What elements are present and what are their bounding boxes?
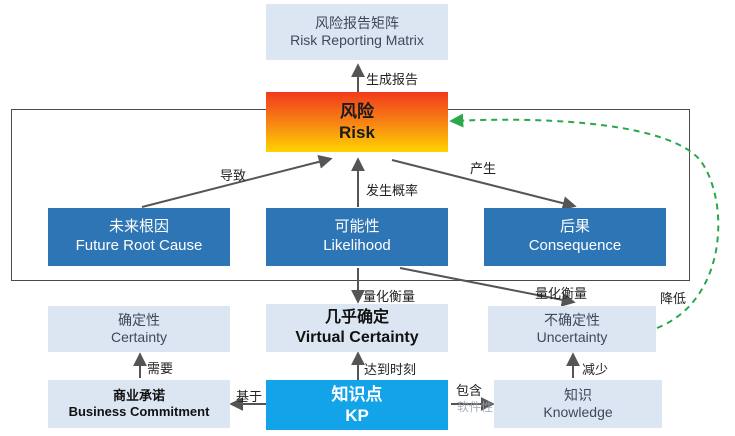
root-cause-box: 未来根因 Future Root Cause — [48, 208, 230, 266]
likelihood-en: Likelihood — [323, 237, 391, 254]
label-reduce: 降低 — [660, 291, 687, 306]
virtual-certainty-box: 几乎确定 Virtual Certainty — [266, 304, 448, 352]
consequence-en: Consequence — [528, 237, 622, 254]
label-need: 需要 — [147, 361, 174, 376]
certainty-en: Certainty — [110, 329, 168, 345]
label-based-on: 基于 — [236, 389, 263, 404]
virtual-certainty-zh: 几乎确定 — [324, 309, 389, 326]
likelihood-box: 可能性 Likelihood — [266, 208, 448, 266]
certainty-box: 确定性 Certainty — [48, 306, 230, 352]
label-measure-right: 量化衡量 — [535, 286, 588, 301]
business-commitment-zh: 商业承诺 — [112, 387, 165, 403]
knowledge-en: Knowledge — [543, 404, 613, 420]
business-commitment-box: 商业承诺 Business Commitment — [48, 380, 230, 428]
label-produce: 产生 — [470, 161, 497, 176]
risk-matrix-zh: 风险报告矩阵 — [315, 14, 399, 31]
label-reach-time: 达到时刻 — [364, 362, 417, 377]
dashed-arrow-reduce — [449, 113, 720, 329]
watermark: 软件性 — [457, 400, 494, 414]
kp-zh: 知识点 — [331, 384, 383, 404]
risk-box: 风险 Risk — [266, 92, 448, 152]
label-decrease: 减少 — [582, 362, 609, 377]
label-measure-left: 量化衡量 — [363, 289, 416, 304]
label-lead-to: 导致 — [220, 168, 247, 183]
uncertainty-en: Uncertainty — [536, 329, 608, 345]
kp-en: KP — [345, 406, 369, 425]
arrow-risk-to-consequence — [391, 159, 577, 211]
uncertainty-zh: 不确定性 — [544, 311, 600, 328]
virtual-certainty-en: Virtual Certainty — [295, 329, 419, 346]
root-cause-en: Future Root Cause — [75, 237, 203, 254]
label-contain: 包含 — [456, 383, 483, 398]
arrow-likelihood-to-uncertainty — [399, 267, 576, 307]
arrow-rootcause-to-risk — [141, 154, 333, 208]
label-generate-report: 生成报告 — [366, 72, 419, 87]
business-commitment-en: Business Commitment — [68, 404, 210, 419]
kp-box: 知识点 KP — [266, 380, 448, 430]
risk-en: Risk — [339, 123, 375, 142]
uncertainty-box: 不确定性 Uncertainty — [488, 306, 656, 352]
risk-matrix-en: Risk Reporting Matrix — [290, 32, 424, 48]
certainty-zh: 确定性 — [118, 311, 160, 328]
likelihood-zh: 可能性 — [334, 218, 380, 236]
knowledge-zh: 知识 — [564, 386, 592, 403]
knowledge-box: 知识 Knowledge — [494, 380, 662, 428]
risk-matrix-box: 风险报告矩阵 Risk Reporting Matrix — [266, 4, 448, 60]
risk-zh: 风险 — [340, 101, 374, 121]
label-likelihood-arrow: 发生概率 — [366, 183, 419, 198]
consequence-zh: 后果 — [559, 218, 590, 236]
consequence-box: 后果 Consequence — [484, 208, 666, 266]
root-cause-zh: 未来根因 — [108, 218, 169, 236]
